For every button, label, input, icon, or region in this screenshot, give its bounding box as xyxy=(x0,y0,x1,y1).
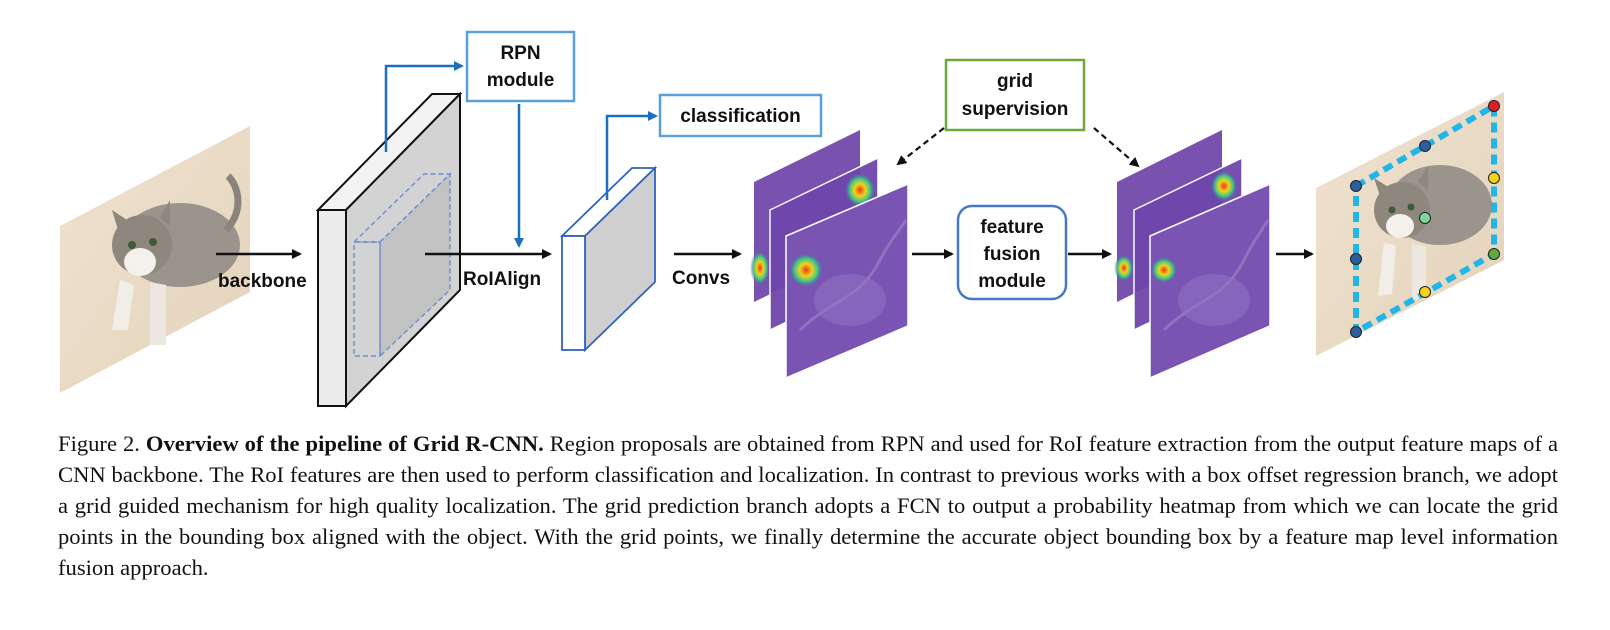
fusion-line3: module xyxy=(978,271,1046,292)
rpn-branch-arrow xyxy=(384,61,464,152)
figure-caption-body: Region proposals are obtained from RPN a… xyxy=(58,431,1558,580)
grid-points xyxy=(1350,100,1500,338)
rpn-module-line2: module xyxy=(487,70,555,91)
roialign-label: RoIAlign xyxy=(463,269,541,290)
output-cat-illustration xyxy=(1374,165,1492,300)
pipeline-diagram: backbone RPN module RoIAlign classificat… xyxy=(60,30,1504,409)
rpn-module-box: RPN module xyxy=(465,30,576,103)
output-cat-image xyxy=(1316,92,1504,356)
figure-caption: Figure 2. Overview of the pipeline of Gr… xyxy=(58,428,1558,583)
fusion-line1: feature xyxy=(980,217,1043,238)
backbone-label: backbone xyxy=(218,271,307,292)
figure-number: Figure 2. xyxy=(58,431,140,456)
feature-fusion-module-box: feature fusion module xyxy=(956,204,1068,301)
classification-box: classification xyxy=(658,93,823,138)
roi-feature-block xyxy=(559,165,658,353)
classification-label: classification xyxy=(680,106,800,127)
grid-supervision-box: grid supervision xyxy=(944,58,1086,132)
grid-line1: grid xyxy=(997,71,1033,92)
cat-illustration xyxy=(112,173,242,345)
heatmap-stack-1 xyxy=(750,130,909,380)
input-cat-image xyxy=(60,126,250,393)
roi-region xyxy=(352,172,452,358)
classification-branch-arrow xyxy=(605,111,658,200)
grid-supervision-left-arrow xyxy=(896,127,945,166)
fusion-line2: fusion xyxy=(984,244,1041,265)
rpn-module-line1: RPN xyxy=(500,43,540,64)
grid-supervision-right-arrow xyxy=(1093,127,1140,168)
heatmap-stack-2 xyxy=(1114,130,1271,380)
figure-title: Overview of the pipeline of Grid R-CNN. xyxy=(145,431,544,456)
grid-line2: supervision xyxy=(962,99,1069,120)
backbone-feature-map xyxy=(315,91,463,409)
convs-label: Convs xyxy=(672,268,730,289)
